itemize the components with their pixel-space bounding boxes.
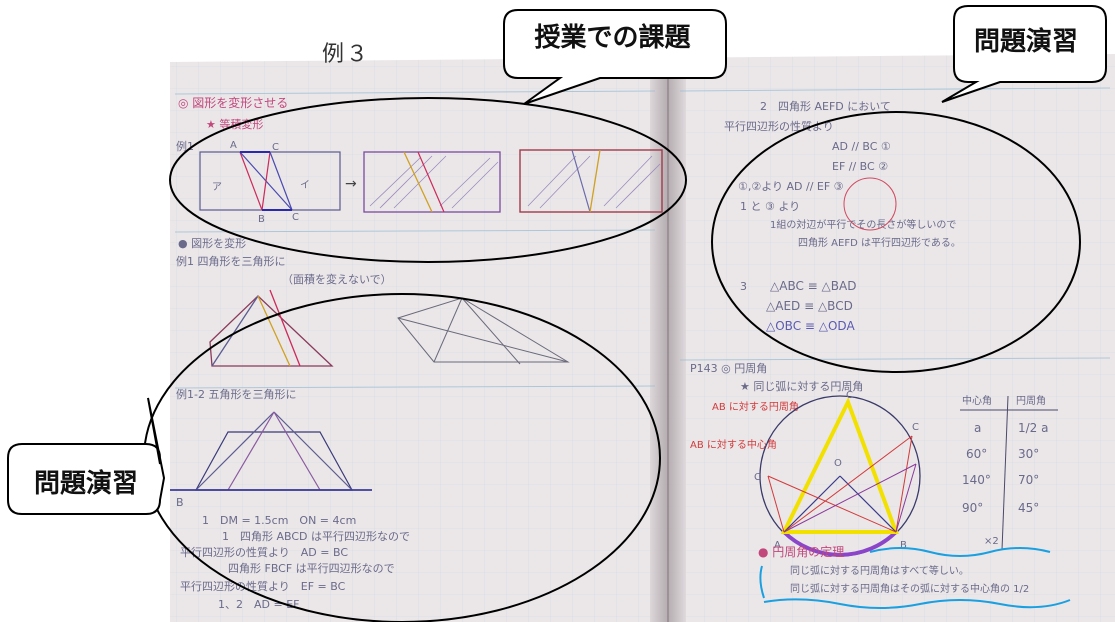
cong-3: △OBC ≡ △ODA (766, 319, 855, 333)
arc-note-2: AB に対する中心角 (690, 438, 777, 451)
fig1-label-c2: C (292, 212, 299, 223)
right-eq3: ①,②より AD // EF ③ (738, 180, 844, 193)
right-line8: 四角形 AEFD は平行四辺形である。 (798, 236, 961, 249)
svg-text:1 DM = 1.5cm ON = 4cm: 1 DM = 1.5cm ON = 4cm (202, 514, 356, 527)
inscribed-angle-figure (759, 395, 921, 557)
svg-text:四角形 FBCF は平行四辺形なので: 四角形 FBCF は平行四辺形なので (228, 562, 395, 575)
right-line2: 平行四辺形の性質より (724, 119, 834, 133)
svg-text:70°: 70° (1018, 473, 1039, 487)
theorem-line1: 同じ弧に対する円周角はすべて等しい。 (790, 564, 969, 577)
right-page-notes: 2 四角形 AEFD において 平行四辺形の性質より AD // BC ① EF… (690, 100, 1071, 609)
svg-text:1/2 a: 1/2 a (1018, 421, 1048, 435)
quad-to-triangle-figure-b (397, 297, 570, 365)
left-page-notes: ◎ 図形を変形させる ★ 等積変形 例1 A C ア イ B C → (170, 95, 663, 611)
svg-text:140°: 140° (962, 473, 991, 487)
theorem-line2: 同じ弧に対する円周角はその弧に対する中心角の 1/2 (790, 582, 1029, 595)
svg-text:×2: ×2 (984, 536, 999, 547)
practice-left-label: 問題演習 (33, 469, 138, 499)
example1-label: 例1 (176, 139, 194, 153)
pt-a: A (774, 540, 781, 551)
fig1-label-a-region: ア (212, 182, 222, 193)
svg-text:30°: 30° (1018, 447, 1039, 461)
callout-practice-right (941, 5, 1107, 103)
left-heading: ◎ 図形を変形させる (178, 95, 288, 110)
arc-note-1: AB に対する円周角 (712, 400, 799, 413)
page-ref: P143 ◎ 円周角 (690, 362, 767, 375)
section2-label: ● 図形を変形 (178, 236, 246, 250)
pentagon-to-triangle-figure (170, 411, 372, 491)
practice-right-label: 問題演習 (973, 27, 1078, 57)
arrow-glyph: → (345, 176, 357, 192)
svg-text:平行四辺形の性質より AD = BC: 平行四辺形の性質より AD = BC (180, 545, 348, 559)
svg-text:円周角: 円周角 (1016, 395, 1046, 407)
svg-text:1 四角形 ABCD は平行四辺形なので: 1 四角形 ABCD は平行四辺形なので (222, 530, 410, 543)
quad-to-triangle-figure-a (209, 289, 334, 367)
right-line7: 1組の対辺が平行でその長さが等しいので (770, 218, 956, 231)
lesson-task-label: 授業での課題 (534, 23, 691, 53)
example2-label: 例1 四角形を三角形に (176, 254, 286, 268)
right-line6: 1 と ③ より (740, 200, 800, 213)
cong-2: △AED ≡ △BCD (766, 299, 853, 313)
fig1-label-b: B (258, 214, 265, 225)
equal-area-figure-1 (199, 151, 341, 211)
section-b-label: B (176, 496, 184, 509)
pt-b: B (900, 540, 907, 551)
equal-area-figure-2 (363, 151, 501, 213)
left-proof-lines: 1 DM = 1.5cm ON = 4cm 1 四角形 ABCD は平行四辺形な… (180, 514, 410, 611)
theorem-title: ● 円周角の定理 (758, 544, 844, 559)
svg-text:a: a (974, 421, 981, 435)
pt-o: O (834, 458, 842, 469)
right-eq2: EF // BC ② (832, 160, 888, 173)
example-number-label: 例３ (322, 42, 371, 67)
fig1-label-i-region: イ (300, 180, 310, 191)
pt-c-right: C (912, 422, 919, 433)
lesson-task-ellipse (169, 97, 687, 263)
svg-text:平行四辺形の性質より EF = BC: 平行四辺形の性質より EF = BC (180, 579, 346, 593)
right-line1: 2 四角形 AEFD において (760, 100, 891, 113)
equal-area-figure-3 (519, 149, 663, 213)
callout-lesson-task (503, 9, 727, 105)
example2-note: （面積を変えないで） (282, 272, 392, 286)
fig1-label-c: C (272, 142, 279, 153)
angle-table: 中心角 円周角 a 1/2 a 60° 30° 140° 70° 90° 45°… (960, 394, 1058, 551)
fig1-label-a: A (230, 140, 237, 151)
svg-text:90°: 90° (962, 501, 983, 515)
svg-text:中心角: 中心角 (962, 394, 992, 407)
cong-1: △ABC ≡ △BAD (770, 279, 856, 293)
svg-text:60°: 60° (966, 447, 987, 461)
svg-text:45°: 45° (1018, 501, 1039, 515)
example3-label: 例1-2 五角形を三角形に (176, 387, 296, 401)
pt-c-left: C (754, 472, 761, 483)
right-eq1: AD // BC ① (832, 140, 891, 153)
circle-title: ★ 同じ弧に対する円周角 (740, 379, 863, 393)
callout-practice-left (7, 397, 166, 515)
pt-c-top: C (846, 390, 853, 401)
practice-right-ellipse (711, 111, 1081, 373)
right-num3: 3 (740, 280, 747, 293)
